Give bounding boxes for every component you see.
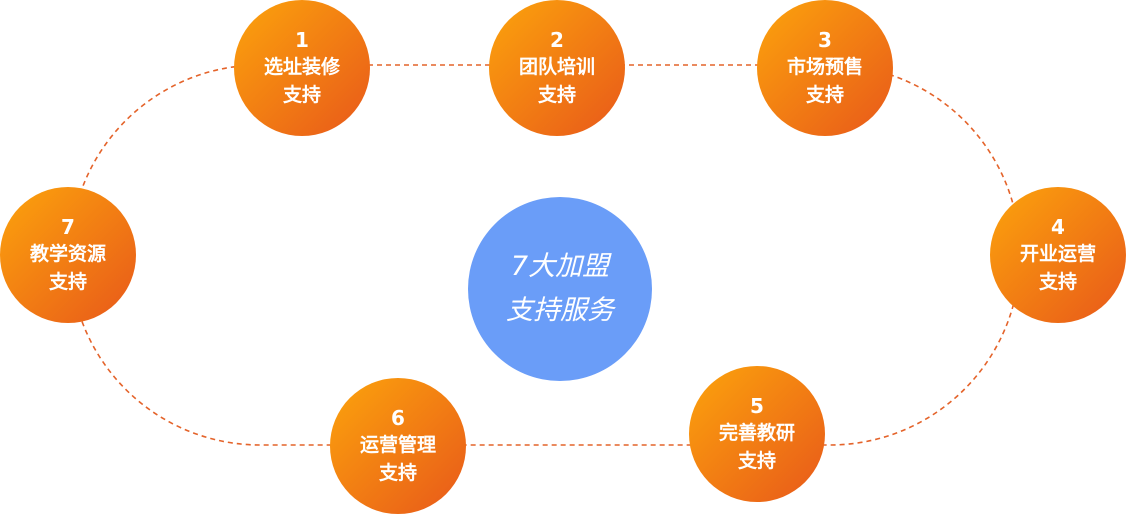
node-number: 5 — [750, 394, 764, 418]
support-node-3: 3 市场预售 支持 — [757, 0, 893, 136]
node-label-suffix: 支持 — [537, 84, 576, 106]
node-number: 3 — [818, 28, 832, 52]
support-node-7: 7 教学资源 支持 — [0, 187, 136, 323]
support-node-2: 2 团队培训 支持 — [489, 0, 625, 136]
node-label-suffix: 支持 — [48, 271, 87, 293]
center-title-line-1: 7大加盟 — [510, 251, 610, 282]
center-circle: 7大加盟 支持服务 — [468, 197, 652, 381]
node-label-suffix: 支持 — [1038, 271, 1077, 293]
node-label-suffix: 支持 — [805, 84, 844, 106]
node-label: 教学资源 — [29, 243, 106, 265]
node-label: 市场预售 — [786, 56, 863, 78]
node-number: 7 — [61, 215, 75, 239]
node-label: 团队培训 — [518, 56, 595, 78]
node-label-suffix: 支持 — [737, 450, 776, 472]
node-label-suffix: 支持 — [378, 462, 417, 484]
node-number: 6 — [391, 406, 405, 430]
node-label: 开业运营 — [1019, 243, 1096, 265]
node-number: 1 — [295, 28, 309, 52]
center-title-line-2: 支持服务 — [506, 295, 614, 326]
support-node-1: 1 选址装修 支持 — [234, 0, 370, 136]
node-label-suffix: 支持 — [282, 84, 321, 106]
support-node-5: 5 完善教研 支持 — [689, 366, 825, 502]
support-node-6: 6 运营管理 支持 — [330, 378, 466, 514]
node-label: 运营管理 — [359, 434, 436, 456]
support-node-4: 4 开业运营 支持 — [990, 187, 1126, 323]
node-number: 2 — [550, 28, 564, 52]
node-label: 选址装修 — [263, 56, 340, 78]
node-number: 4 — [1051, 215, 1065, 239]
node-label: 完善教研 — [718, 422, 795, 444]
